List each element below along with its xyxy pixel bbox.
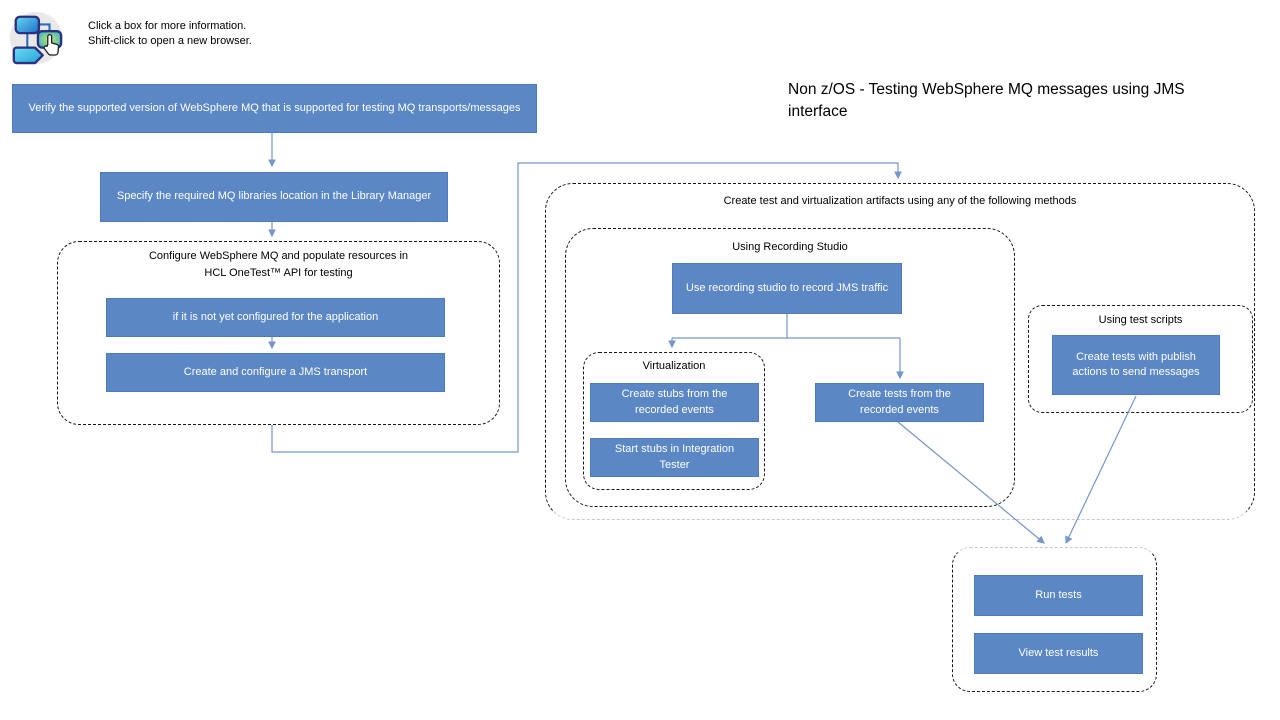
- group-configure-title: Configure WebSphere MQ and populate reso…: [57, 248, 500, 282]
- hand-cursor-icon: [43, 33, 60, 56]
- group-create-artifacts-title: Create test and virtualization artifacts…: [723, 195, 1077, 207]
- legend-line1: Click a box for more information.: [88, 20, 247, 32]
- group-using-recording-studio-title: Using Recording Studio: [732, 241, 848, 253]
- node-create-stubs[interactable]: Create stubs from the recorded events: [590, 383, 759, 422]
- node-start-stubs[interactable]: Start stubs in Integration Tester: [590, 438, 759, 477]
- node-if-not-configured[interactable]: if it is not yet configured for the appl…: [106, 298, 445, 337]
- group-run-and-view: [952, 547, 1157, 692]
- node-verify-version[interactable]: Verify the supported version of WebSpher…: [12, 84, 537, 133]
- group-configure-title-line1: Configure WebSphere MQ and populate reso…: [148, 250, 409, 262]
- legend-line2: Shift-click to open a new browser.: [88, 35, 252, 48]
- node-run-tests[interactable]: Run tests: [974, 575, 1143, 616]
- node-use-recording-studio[interactable]: Use recording studio to record JMS traff…: [672, 263, 902, 314]
- icon-pentagon: [12, 46, 44, 65]
- icon-box-top: [14, 15, 41, 35]
- node-create-jms-transport[interactable]: Create and configure a JMS transport: [106, 353, 445, 392]
- flowchart-click-icon: [9, 11, 63, 65]
- group-configure-title-line2: HCL OneTest™ API for testing: [204, 267, 353, 280]
- node-specify-libraries[interactable]: Specify the required MQ libraries locati…: [100, 172, 448, 222]
- legend-text: Click a box for more information. Shift-…: [88, 8, 252, 50]
- node-view-test-results[interactable]: View test results: [974, 633, 1143, 674]
- node-create-tests-recorded[interactable]: Create tests from the recorded events: [815, 383, 984, 422]
- page-title: Non z/OS - Testing WebSphere MQ messages…: [788, 81, 1185, 120]
- legend: Click a box for more information. Shift-…: [8, 8, 252, 66]
- node-create-tests-publish[interactable]: Create tests with publish actions to sen…: [1052, 335, 1220, 395]
- group-using-test-scripts-title: Using test scripts: [1098, 314, 1183, 326]
- group-using-test-scripts: [1028, 305, 1253, 413]
- group-virtualization-title: Virtualization: [642, 360, 706, 372]
